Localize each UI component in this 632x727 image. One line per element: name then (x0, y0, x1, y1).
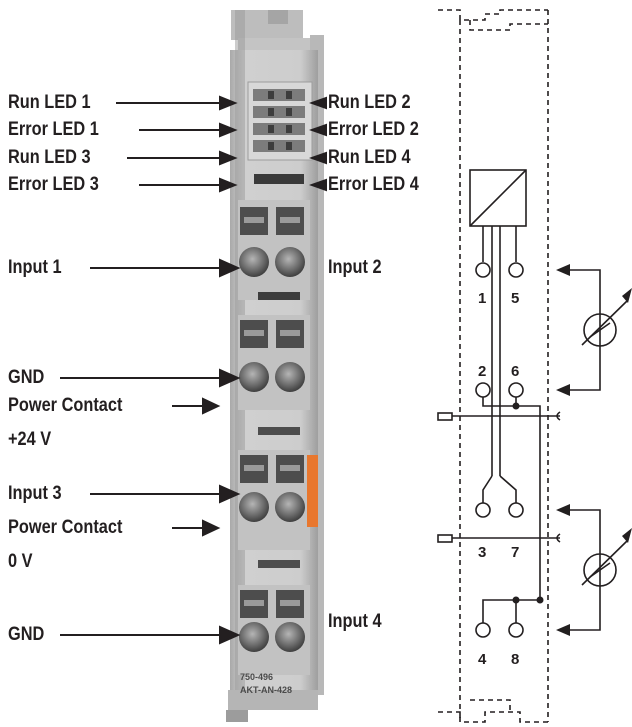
label-run-led-3: Run LED 3 (8, 147, 91, 168)
arrow-error-led-1 (219, 122, 238, 138)
enclosure-outline (438, 9, 549, 723)
arrow-input-1 (219, 258, 241, 278)
label-input-4: Input 4 (328, 611, 382, 632)
product-code: 750-496 (240, 672, 273, 682)
terminal-label-3: 3 (478, 544, 486, 561)
arrow-run-led-3 (219, 150, 238, 166)
current-source-icon (568, 269, 629, 391)
label-power-contact-0v: Power Contact (8, 517, 123, 538)
callout-arrows (60, 95, 241, 645)
terminal-numbers: 1 5 2 6 3 7 4 8 (478, 290, 519, 668)
arrow-gnd-1 (219, 368, 241, 388)
terminal-label-7: 7 (511, 544, 519, 561)
power-jumper-strip (307, 455, 318, 527)
label-power-contact-24v: Power Contact (8, 395, 123, 416)
terminal-block-4 (238, 585, 310, 675)
label-gnd-1: GND (8, 367, 45, 388)
terminal-label-4: 4 (478, 651, 487, 668)
label-error-led-4: Error LED 4 (328, 174, 419, 195)
label-power-24v-value: +24 V (8, 429, 52, 450)
clamp-3 (239, 492, 269, 522)
part-number: AKT-AN-428 (240, 685, 292, 695)
terminal-block-1 (238, 200, 310, 300)
label-error-led-3: Error LED 3 (8, 174, 99, 195)
terminal-label-8: 8 (511, 651, 519, 668)
power-contact-rail-0v (437, 533, 561, 543)
terminal-label-5: 5 (511, 290, 519, 307)
terminal-label-1: 1 (478, 290, 486, 307)
label-input-3: Input 3 (8, 483, 62, 504)
terminal-6 (508, 382, 524, 398)
label-input-2: Input 2 (328, 257, 382, 278)
led-panel (247, 81, 313, 184)
terminal-5 (508, 262, 524, 278)
label-run-led-2: Run LED 2 (328, 92, 411, 113)
clamp-1 (239, 247, 269, 277)
terminal-7 (508, 502, 524, 518)
clamp-6 (275, 362, 305, 392)
clamp-8 (275, 622, 305, 652)
arrow-input-3 (219, 484, 241, 504)
terminal-1 (475, 262, 491, 278)
label-error-led-2: Error LED 2 (328, 119, 419, 140)
arrow-power-0v (202, 519, 221, 537)
clamp-4 (239, 622, 269, 652)
terminal-4 (475, 622, 491, 638)
terminal-3 (475, 502, 491, 518)
clamp-2 (239, 362, 269, 392)
clamp-7 (275, 492, 305, 522)
terminal-label-6: 6 (511, 363, 519, 380)
label-error-led-1: Error LED 1 (8, 119, 99, 140)
arrow-power-24v (202, 397, 221, 415)
clamp-5 (275, 247, 305, 277)
power-contact-rail-24v (437, 411, 561, 421)
label-power-0v-value: 0 V (8, 551, 33, 572)
terminal-block-2 (238, 315, 310, 435)
label-run-led-1: Run LED 1 (8, 92, 91, 113)
terminal-label-2: 2 (478, 363, 486, 380)
ad-converter-icon (469, 169, 527, 227)
marker-slot (254, 174, 304, 184)
label-gnd-2: GND (8, 624, 45, 645)
arrow-gnd-2 (219, 625, 241, 645)
arrow-run-led-1 (219, 95, 238, 111)
terminal-block-3 (238, 450, 318, 568)
current-source-icon-2 (568, 509, 629, 631)
label-run-led-4: Run LED 4 (328, 147, 411, 168)
arrow-error-led-3 (219, 177, 238, 193)
terminal-2 (475, 382, 491, 398)
label-input-1: Input 1 (8, 257, 62, 278)
terminal-8 (508, 622, 524, 638)
